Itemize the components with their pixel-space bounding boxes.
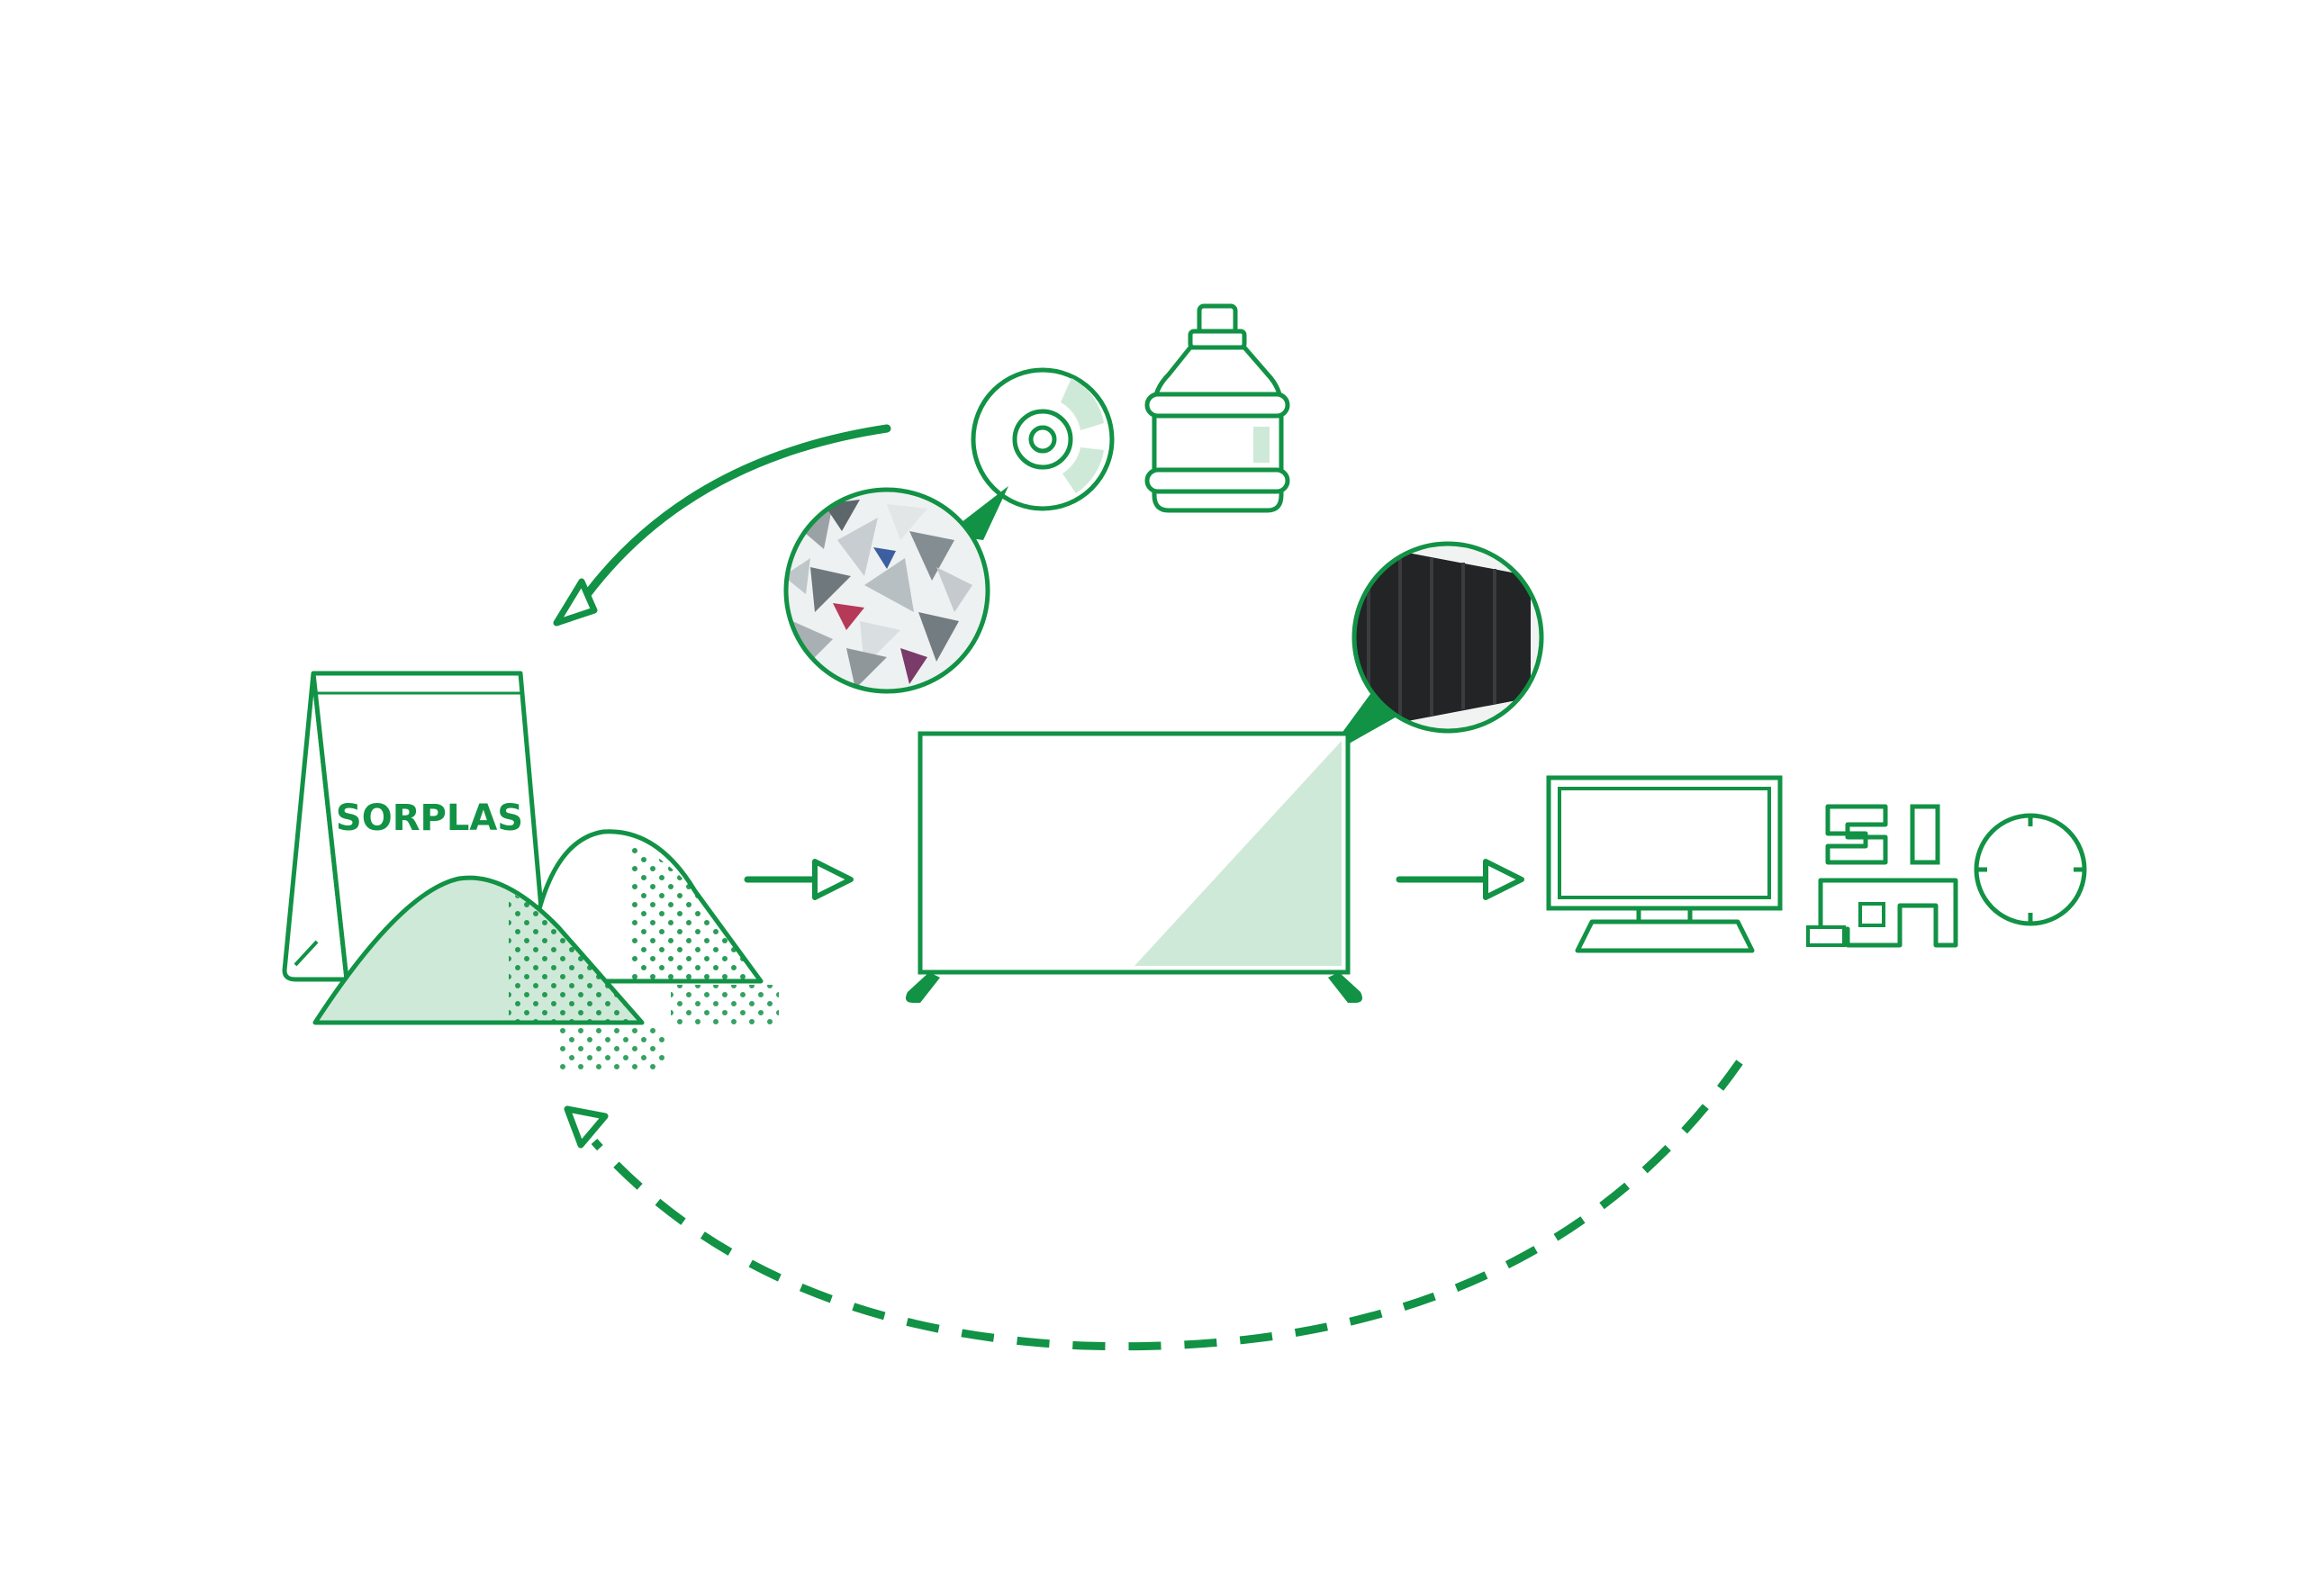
sorplas-bag-label: SORPLAS [336,798,523,839]
flow-arrow-to-products [1396,859,1524,900]
disc-ring-icon [1974,813,2087,926]
plastic-pellet-piles-icon [312,829,779,1071]
tv-back-panel-photo [1324,541,1544,758]
circuit-board-icon [1806,804,1958,948]
plastic-flakes-photo [783,486,1008,694]
water-jug-icon [1144,303,1290,513]
input-flow-arrow [553,424,891,627]
recycling-return-arrow [564,1059,1743,1351]
television-icon [906,731,1362,1003]
optical-disc-icon [971,367,1115,511]
flow-arrow-to-tv [744,859,854,900]
monitor-icon [1546,775,1783,953]
